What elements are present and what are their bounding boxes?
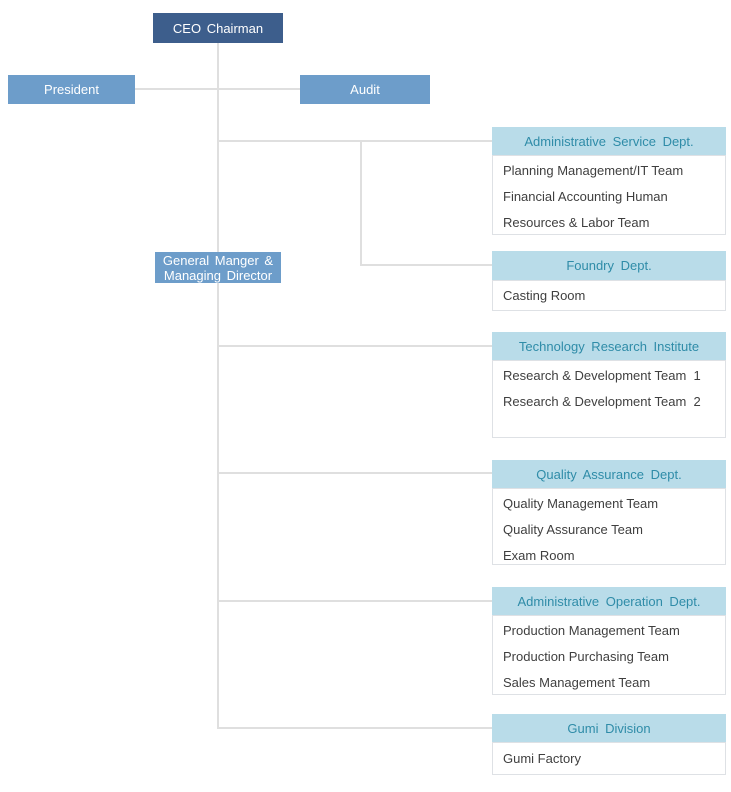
- node-ceo-label: CEO Chairman: [172, 20, 264, 36]
- dept-title: Foundry Dept.: [566, 258, 652, 273]
- connector-tech-research-branch: [217, 345, 492, 347]
- dept-body-foundry: Casting Room: [492, 280, 726, 311]
- dept-item: Research & Development Team 2: [503, 394, 701, 409]
- dept-item: Quality Management Team: [503, 496, 659, 511]
- dept-header-quality-assurance: Quality Assurance Dept.: [492, 460, 726, 488]
- dept-item: Production Purchasing Team: [503, 649, 669, 664]
- node-general-manager: General Manger & Managing Director: [155, 252, 281, 283]
- node-ceo-chairman: CEO Chairman: [153, 13, 283, 43]
- connector-gumi-branch: [217, 727, 492, 729]
- dept-title: Gumi Division: [567, 720, 651, 736]
- connector-trunk-vertical: [217, 43, 219, 729]
- node-general-manager-label-line1: General Manger &: [162, 252, 274, 268]
- dept-body-administrative-service: Planning Management/IT Team Financial Ac…: [492, 155, 726, 235]
- dept-header-foundry: Foundry Dept.: [492, 251, 726, 280]
- dept-header-administrative-operation: Administrative Operation Dept.: [492, 587, 726, 615]
- connector-president-audit: [135, 88, 300, 90]
- dept-item: Resources & Labor Team: [503, 215, 650, 230]
- connector-foundry-vertical: [360, 140, 362, 266]
- node-president: President: [8, 75, 135, 104]
- dept-item: Research & Development Team 1: [503, 368, 701, 383]
- dept-title: Quality Assurance Dept.: [536, 466, 682, 482]
- dept-item: Casting Room: [503, 288, 586, 303]
- dept-title: Technology Research Institute: [518, 338, 700, 354]
- dept-body-administrative-operation: Production Management Team Production Pu…: [492, 615, 726, 695]
- connector-quality-branch: [217, 472, 492, 474]
- connector-admin-operation-branch: [217, 600, 492, 602]
- node-audit-label: Audit: [350, 82, 380, 97]
- dept-body-quality-assurance: Quality Management Team Quality Assuranc…: [492, 488, 726, 565]
- dept-item: Quality Assurance Team: [503, 522, 643, 537]
- dept-item: Sales Management Team: [503, 675, 651, 690]
- dept-item: Planning Management/IT Team: [503, 163, 684, 178]
- dept-header-gumi-division: Gumi Division: [492, 714, 726, 742]
- dept-body-gumi-division: Gumi Factory: [492, 742, 726, 775]
- dept-item: Gumi Factory: [503, 751, 582, 766]
- connector-foundry-branch: [360, 264, 492, 266]
- dept-item: Exam Room: [503, 548, 575, 563]
- dept-title: Administrative Service Dept.: [524, 133, 694, 149]
- dept-body-technology-research: Research & Development Team 1 Research &…: [492, 360, 726, 438]
- dept-title: Administrative Operation Dept.: [517, 593, 701, 609]
- dept-header-technology-research: Technology Research Institute: [492, 332, 726, 360]
- connector-admin-service-branch: [217, 140, 492, 142]
- dept-item: Production Management Team: [503, 623, 680, 638]
- dept-item: Financial Accounting Human: [503, 189, 668, 204]
- node-president-label: President: [44, 82, 99, 97]
- node-audit: Audit: [300, 75, 430, 104]
- node-general-manager-label-line2: Managing Director: [163, 267, 273, 283]
- dept-header-administrative-service: Administrative Service Dept.: [492, 127, 726, 155]
